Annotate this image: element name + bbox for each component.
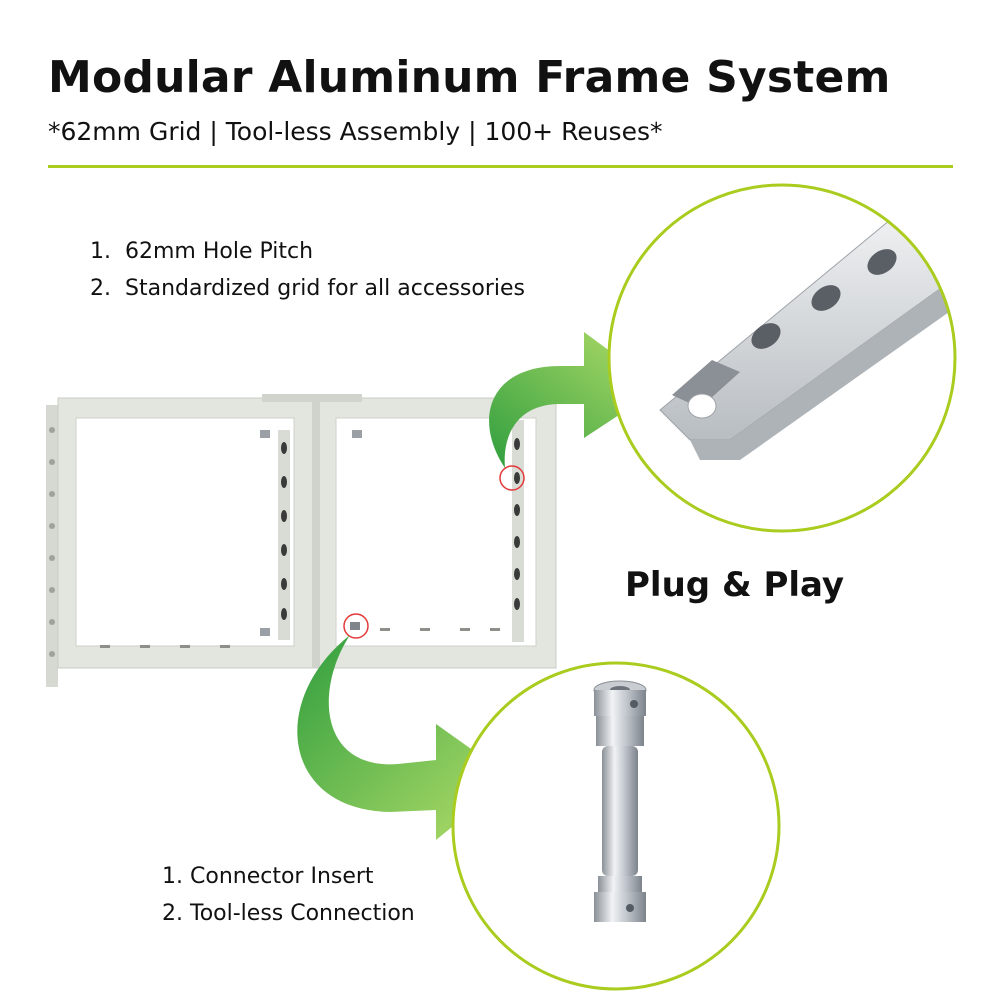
- feature-item: 2. Tool-less Connection: [162, 901, 415, 926]
- frame-image: [46, 394, 557, 687]
- profile-closeup-image: [607, 183, 957, 533]
- header-divider: [48, 165, 953, 168]
- page-subtitle: *62mm Grid | Tool-less Assembly | 100+ R…: [48, 117, 663, 146]
- feature-list-grid: 1. 62mm Hole Pitch 2. Standardized grid …: [90, 233, 525, 307]
- highlight-ring-icon: [499, 465, 525, 491]
- feature-item: 1. Connector Insert: [162, 864, 374, 889]
- feature-item: 2. Standardized grid for all accessories: [90, 276, 526, 301]
- feature-item: 1. 62mm Hole Pitch: [90, 239, 314, 264]
- page-title: Modular Aluminum Frame System: [48, 52, 891, 103]
- highlight-ring-icon: [343, 613, 369, 639]
- feature-list-connector: 1. Connector Insert 2. Tool-less Connect…: [162, 858, 415, 932]
- plug-and-play-callout: Plug & Play: [625, 565, 845, 605]
- connector-pin-image: [451, 661, 781, 991]
